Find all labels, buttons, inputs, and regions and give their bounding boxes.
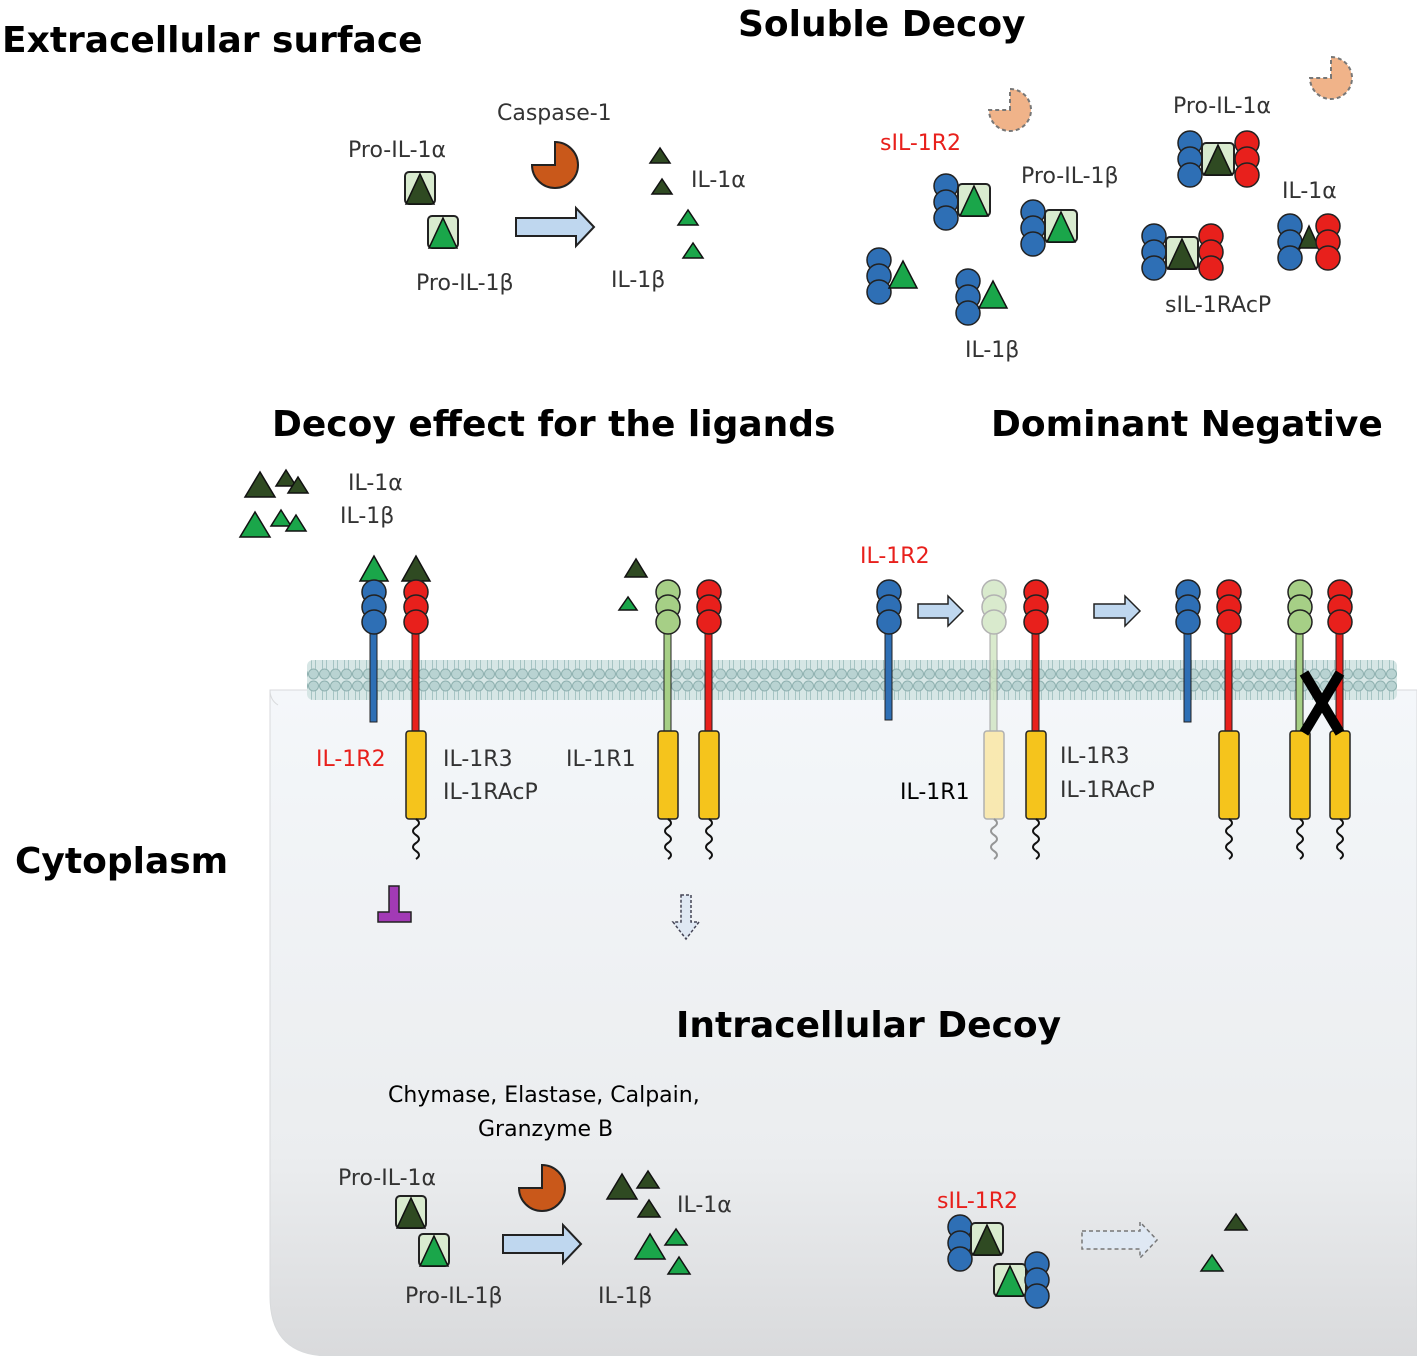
sil1r2-pro-il1a-sil1racp-complex [1177,130,1260,188]
il1b-triangle [663,1227,689,1246]
sil1r2-il1b-complex [955,268,1009,326]
caspase-1-label: Caspase-1 [497,101,612,126]
pro-il1b-icon [418,1233,450,1267]
il1a-triangle [623,557,649,578]
pro-il1a-icon [395,1195,427,1229]
il1racp-label: IL-1RAcP [443,780,538,805]
sil1racp-label: sIL-1RAcP [1165,293,1271,318]
il1r3-label: IL-1R3 [1060,744,1130,769]
il1a-triangle [636,1198,662,1218]
il1b-label: IL-1β [611,268,665,293]
il1a-triangle [650,177,674,195]
il1a-triangle [286,475,310,494]
il1a-triangle [243,470,277,498]
sil1r2-il1b-complex [866,247,919,305]
il1a-triangle [648,146,672,164]
intracellular-decoy-panel: Chymase, Elastase, Calpain, Granzyme B P… [338,1083,1249,1309]
decoy-ligands-panel: IL-1α IL-1β IL-1R2 IL-1R3 IL-1RAcP [238,468,722,941]
inhibitor-icon [377,885,412,923]
pro-il1b-label: Pro-IL-1β [1021,164,1119,189]
il1b-triangle [666,1255,692,1275]
il1r2-label: IL-1R2 [860,544,930,569]
soluble-decoy-panel: sIL-1R2 Pro-IL-1β IL [866,55,1353,363]
il1r1-label: IL-1R1 [566,747,636,772]
il1a-label: IL-1α [677,1193,732,1218]
heading-extracellular: Extracellular surface [2,20,423,61]
sil1r2-il1a-sil1racp-complex [1141,223,1224,281]
il1racp-label: IL-1RAcP [1060,778,1155,803]
pro-il1b-label: Pro-IL-1β [405,1284,503,1309]
blocked-x-icon [1299,670,1345,736]
extracellular-processing: Caspase-1 Pro-IL-1α Pro-IL-1β IL-1α IL-1… [348,101,746,296]
heading-soluble-decoy: Soluble Decoy [738,4,1026,45]
il1b-triangle [681,241,705,259]
sil1r2-label: sIL-1R2 [937,1189,1018,1214]
enzymes-label: Granzyme B [478,1117,613,1142]
il1a-triangle [274,468,298,487]
dashed-arrow-icon [1081,1220,1159,1260]
il1r2-receptor [358,554,390,723]
arrow-icon [1093,594,1142,628]
down-arrow-dashed-icon [671,894,701,941]
il1r2-receptor [876,579,902,721]
arrow-icon [917,594,965,628]
il1r3-receptor [1023,579,1049,860]
il1a-triangle [605,1172,639,1200]
pro-il1a-icon [404,171,436,205]
process-arrow-icon [515,205,596,249]
il1r1-receptor [1287,579,1313,860]
pro-il1a-label: Pro-IL-1α [348,138,446,163]
cell-membrane [307,660,1397,700]
il1b-label: IL-1β [598,1284,652,1309]
heading-decoy-ligands: Decoy effect for the ligands [272,404,835,445]
protease-icon [517,1163,566,1212]
il1a-triangle [635,1169,661,1189]
il1b-label: IL-1β [965,338,1019,363]
il1r3-label: IL-1R3 [443,747,513,772]
sil1r2-pro-il1b-complex [993,1251,1050,1309]
il1a-label: IL-1α [1282,179,1337,204]
dominant-negative-panel: IL-1R2 IL-1R1 IL-1R3 IL-1RAcP [860,544,1353,860]
il1a-label: IL-1α [691,168,746,193]
il1r2-label: IL-1R2 [316,747,386,772]
enzymes-label: Chymase, Elastase, Calpain, [388,1083,700,1108]
il1r1-receptor [655,579,681,860]
il1b-triangle [617,595,639,611]
heading-intracellular-decoy: Intracellular Decoy [676,1005,1061,1046]
il1r1-receptor-faded [981,579,1007,860]
sil1r2-pro-il1b-complex [1020,199,1078,257]
il1r3-receptor [1216,579,1242,860]
il1b-triangle [284,513,308,532]
il1r3-receptor [696,579,722,860]
caspase-faded-icon [987,87,1032,132]
caspase-faded-icon [1308,55,1353,100]
sil1r2-pro-il1a-complex [933,173,991,231]
heading-dominant-negative: Dominant Negative [991,404,1383,445]
il1b-triangle [269,508,293,527]
pro-il1a-label: Pro-IL-1α [338,1166,436,1191]
sil1r2-il1a-sil1racp-complex [1277,213,1341,271]
il1r1-label: IL-1R1 [900,780,970,805]
il1r2-receptor [1175,579,1201,723]
sil1r2-pro-il1a-complex [947,1214,1004,1272]
heading-cytoplasm: Cytoplasm [15,841,228,882]
sil1r2-label: sIL-1R2 [880,131,961,156]
process-arrow-icon [502,1222,583,1266]
pro-il1b-label: Pro-IL-1β [416,271,514,296]
il1b-triangle [238,510,272,538]
il1b-label: IL-1β [340,504,394,529]
il1b-triangle [676,208,700,226]
il1b-triangle [633,1232,667,1260]
il1r3-receptor [400,554,432,860]
il1a-label: IL-1α [348,471,403,496]
il1a-triangle [1223,1212,1249,1231]
il1r3-receptor [1327,579,1353,860]
caspase-1-icon [530,140,579,189]
pro-il1b-icon [427,215,459,249]
il1b-triangle [1199,1253,1225,1272]
pro-il1a-label: Pro-IL-1α [1173,94,1271,119]
